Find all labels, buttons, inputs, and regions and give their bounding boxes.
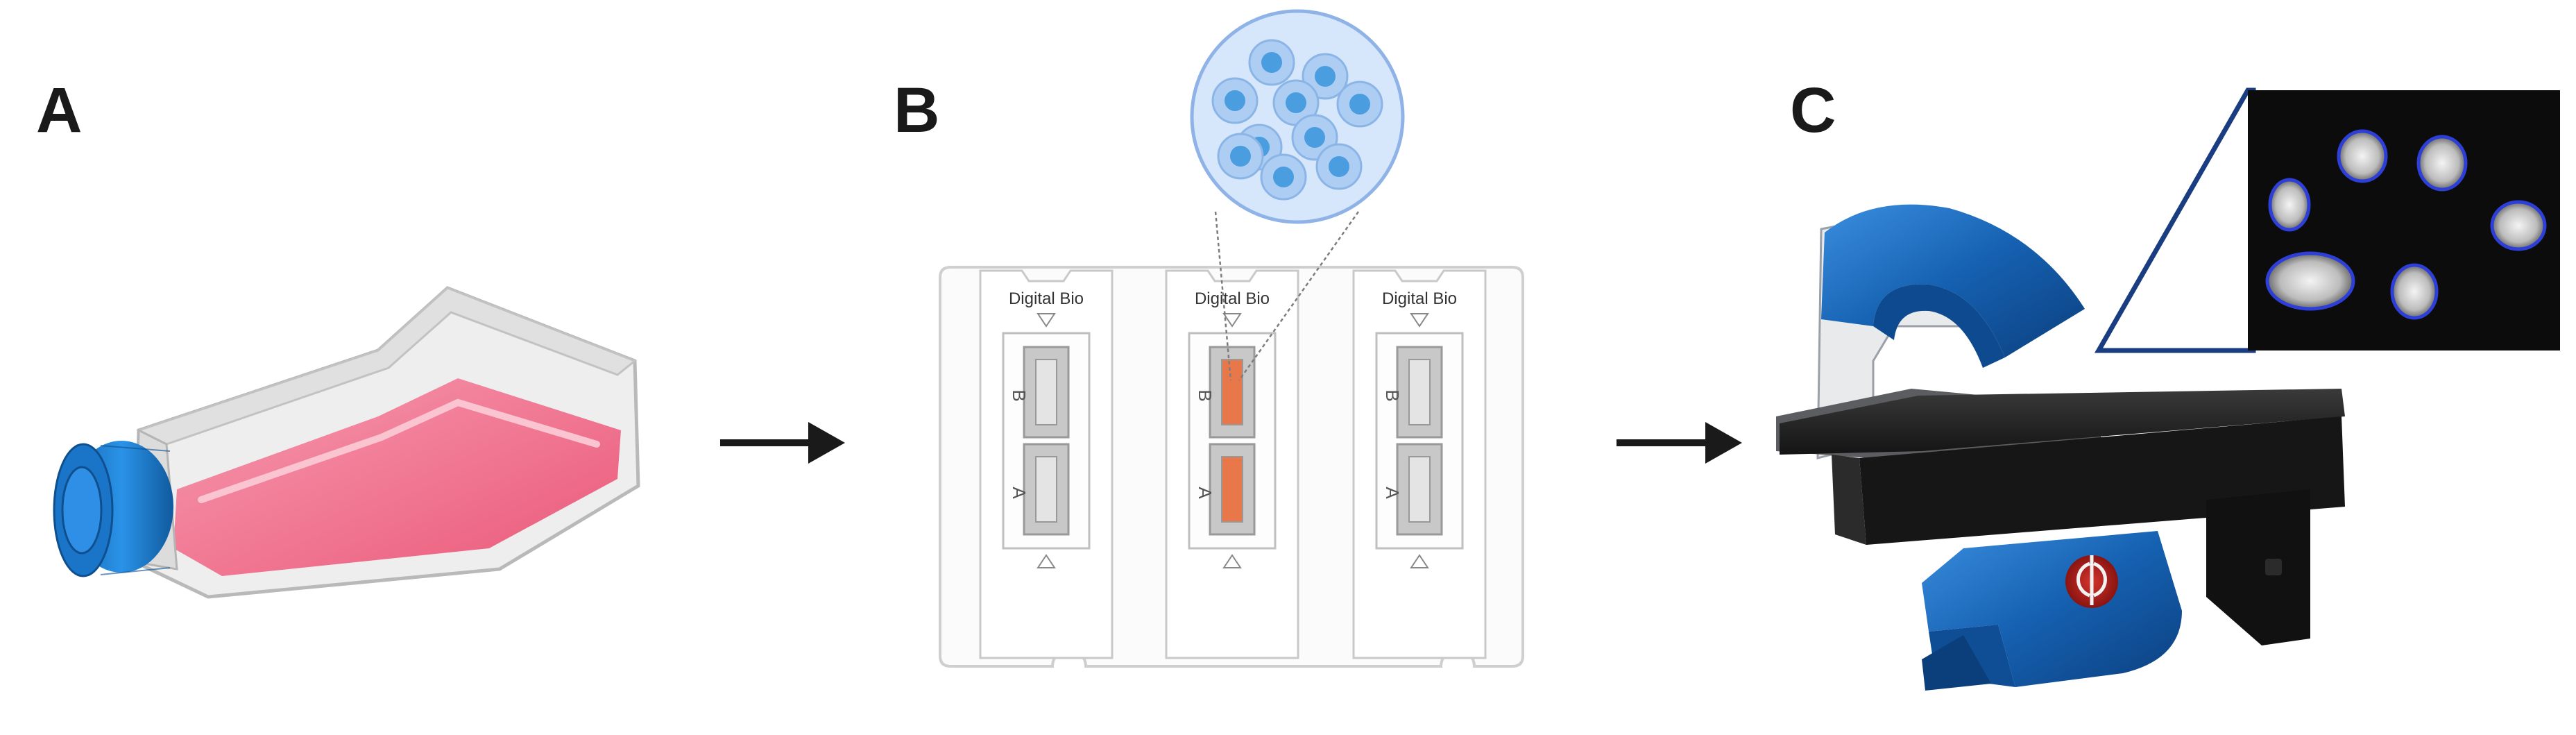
slide-brand-label: Digital Bio [1009,289,1084,308]
culture-flask-icon [53,286,640,599]
zoom-callout-lines [1214,211,1360,381]
right-arrow-icon [1617,422,1742,464]
panel-label-c: C [1790,75,1836,146]
slide-brand-label: Digital Bio [1382,289,1457,308]
culture-media [173,378,621,576]
magnified-cells-circle [1190,9,1405,224]
cell [1248,39,1295,86]
detected-cell [2490,200,2547,251]
cell [1302,53,1349,100]
phi-logo-icon [2065,555,2118,608]
flask-cap [53,441,173,577]
instrument-base [1922,531,2182,687]
chamber-b-label: B [1009,389,1030,401]
chamber-b-label: B [1195,389,1216,401]
slide-brand-label: Digital Bio [1195,289,1270,308]
panel-label-a: A [36,75,82,146]
detected-cell [2390,263,2439,320]
cell [1211,77,1259,124]
chamber-a-label: A [1195,487,1216,499]
detected-cell [2416,135,2468,192]
detected-cell [2337,129,2388,183]
instrument-arm [1821,204,2085,357]
panel-label-b: B [894,75,939,146]
chamber-a-label: A [1009,487,1030,499]
cell [1315,143,1363,190]
detection-inset [2094,87,2560,353]
cell-counter-instrument [1776,204,2345,691]
chamber-b-label: B [1382,389,1403,401]
detected-cell [2268,178,2311,232]
detected-cell [2265,251,2355,311]
cell [1336,81,1383,128]
cell [1260,153,1307,201]
cell [1217,133,1264,180]
chamber-a-label: A [1382,487,1403,499]
right-arrow-icon [720,422,845,464]
